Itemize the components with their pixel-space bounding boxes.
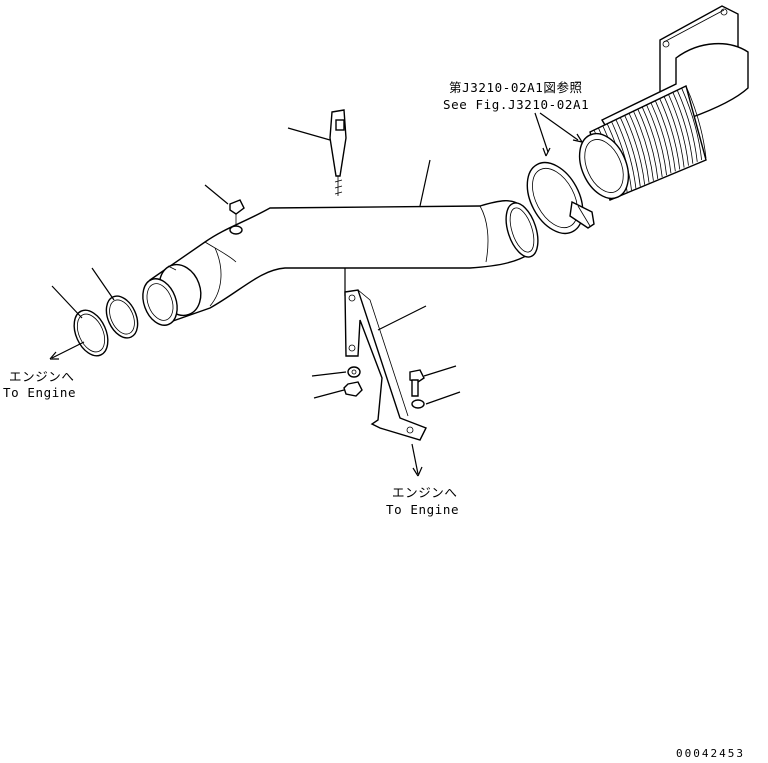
drawing-number: 00042453 <box>676 747 745 760</box>
hose-corrugation <box>672 92 694 164</box>
hose-corrugation <box>633 110 654 181</box>
hose-corrugation <box>663 96 685 168</box>
hose-corrugation <box>654 100 676 172</box>
hose-corrugation <box>628 113 650 183</box>
hose-corrugation <box>646 104 667 176</box>
leader-sensor <box>287 127 331 141</box>
o-ring-small <box>73 309 109 357</box>
engine-label-bottom-en: To Engine <box>386 502 459 517</box>
reference-text-en: See Fig.J3210-02A1 <box>443 97 589 112</box>
leader-spring-washer <box>425 391 461 405</box>
hose-corrugation <box>668 94 689 166</box>
hose-corrugation <box>681 87 703 160</box>
flange-bolt-hole <box>720 8 728 16</box>
hose-corrugation <box>641 106 663 178</box>
washer <box>347 366 361 378</box>
hex-nut <box>343 381 363 397</box>
hose-corrugation <box>659 98 681 170</box>
leader-bolt <box>423 365 457 377</box>
engine-label-left-jp: エンジンへ <box>9 369 75 384</box>
hose-open-end <box>578 132 630 200</box>
plug-bolt <box>229 199 245 235</box>
leader-o-ring-small <box>51 285 83 319</box>
spring-washer <box>411 399 425 409</box>
clamp-bolt <box>569 200 595 229</box>
air-intake-pipe <box>142 200 539 326</box>
o-ring-large <box>105 295 139 339</box>
hose-corrugation <box>685 85 707 159</box>
reference-leader-clamp <box>534 112 549 153</box>
pipe-outlet-flange <box>505 202 539 258</box>
leader-o-ring-large <box>91 267 115 301</box>
arrow-to-engine-left <box>51 341 85 359</box>
support-bracket <box>344 268 427 441</box>
hex-bolt <box>409 369 425 397</box>
reference-leader-hose <box>539 112 579 141</box>
engine-label-bottom-jp: エンジンへ <box>392 485 458 500</box>
pipe-inlet-end <box>142 278 178 326</box>
pipe-body <box>149 200 536 323</box>
hose-corrugation <box>619 117 641 187</box>
reference-text-jp: 第J3210-02A1図参照 <box>449 80 583 95</box>
hose-corrugation <box>615 119 637 189</box>
hose-corrugation <box>611 121 632 191</box>
leader-bracket <box>377 305 427 331</box>
band-clamp <box>526 161 595 235</box>
hose-corrugation <box>676 90 698 162</box>
hose-corrugation <box>637 108 659 179</box>
flange-bolt-hole <box>662 40 670 48</box>
hose-corrugation <box>624 115 646 185</box>
leader-plug <box>204 184 229 205</box>
flexible-hose-assembly <box>578 5 749 201</box>
leader-pipe-body <box>419 159 431 207</box>
leader-washer <box>311 371 347 377</box>
plug-washer <box>229 225 243 235</box>
pressure-sensor <box>329 109 347 196</box>
engine-label-left-en: To Engine <box>3 385 76 400</box>
arrow-to-engine-bottom <box>411 443 419 475</box>
leader-nut <box>313 389 345 399</box>
hose-corrugation <box>650 102 672 174</box>
